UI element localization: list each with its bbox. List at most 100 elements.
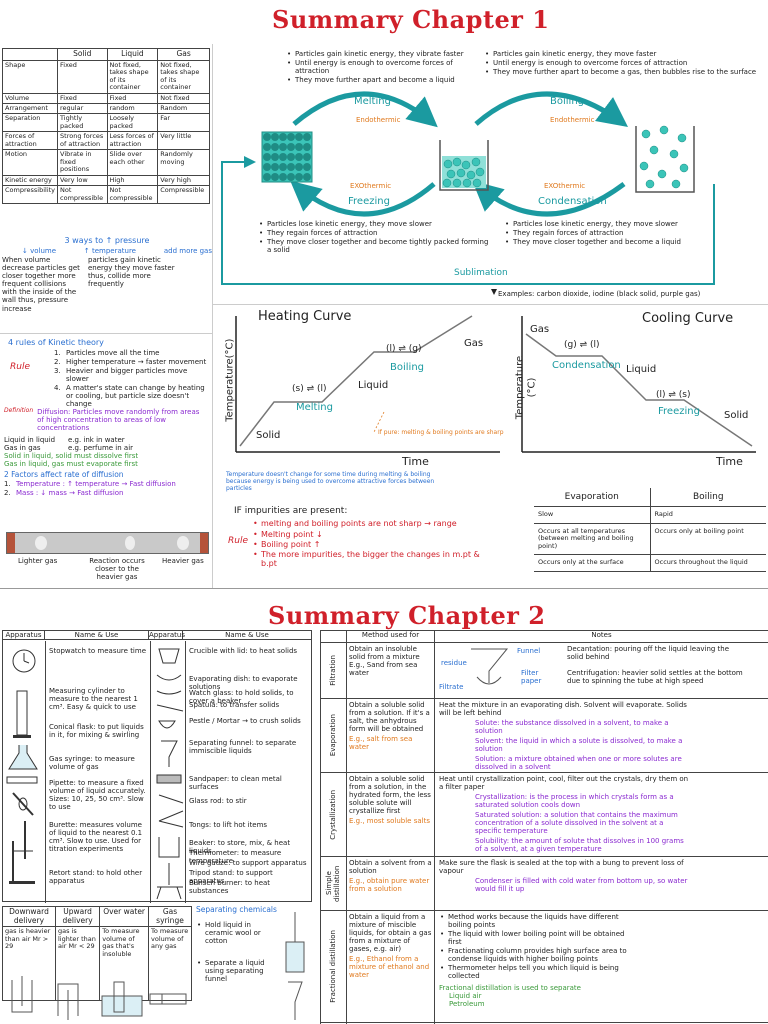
method-example: E.g., salt from sea water xyxy=(349,735,413,752)
method-note: Centrifugation: heavier solid settles at… xyxy=(567,669,743,686)
states-header-3: Gas xyxy=(157,48,210,61)
method-note: Make sure the flask is sealed at the top… xyxy=(439,859,684,876)
states-cell: Fixed xyxy=(57,59,108,94)
method-note: Solubility: the amount of solute that di… xyxy=(475,837,684,854)
tube-label-light: Lighter gas xyxy=(18,557,58,565)
apparatus-left-item: Retort stand: to hold other apparatus xyxy=(49,869,143,886)
condensation-label: Condensation xyxy=(538,196,607,207)
heating-xlabel: Time xyxy=(402,455,429,468)
apparatus-right-item: Separating funnel: to separate immiscibl… xyxy=(189,739,297,756)
funnel-icon xyxy=(471,648,509,685)
apparatus-drawings xyxy=(6,648,184,900)
method-use: Obtain a liquid from a mixture of miscib… xyxy=(349,913,432,954)
melting-bullets: Particles gain kinetic energy, they vibr… xyxy=(286,50,486,85)
cooling-liquid: Liquid xyxy=(626,364,657,375)
method-name: Filtration xyxy=(329,655,338,686)
states-cell: Fixed xyxy=(106,92,159,104)
diffusion-example-type: Gas in gas xyxy=(4,444,41,453)
impurity-item: Melting point ↓ xyxy=(252,530,494,539)
states-cell: Very little xyxy=(157,131,210,151)
diffusion-section: Definition Diffusion: Particles move ran… xyxy=(4,407,212,498)
cooling-condensation: Condensation xyxy=(552,360,621,371)
gas-header-2: Over water xyxy=(99,905,149,928)
method-name: Evaporation xyxy=(329,714,338,757)
method-name: Crystallization xyxy=(329,789,338,840)
apparatus-right-item: Glass rod: to stir xyxy=(189,797,247,805)
impurity-item: The more impurities, the bigger the chan… xyxy=(252,550,494,568)
condensation-bullets: Particles lose kinetic energy, they move… xyxy=(504,220,704,247)
diffusion-definition: Diffusion: Particles move randomly from … xyxy=(37,408,200,433)
apparatus-right-item: Watch glass: to hold solids, to cover a … xyxy=(189,689,294,706)
kinetic-rule-text: Heavier and bigger particles move slower xyxy=(66,367,188,384)
apparatus-right-item: Beaker: to store, mix, & heat liquids xyxy=(189,839,291,856)
apparatus-left-item: Stopwatch to measure time xyxy=(49,647,147,655)
gas-collection-drawings xyxy=(11,976,187,1020)
diffusion-example-eg: e.g. ink in water xyxy=(68,436,125,445)
states-header-0 xyxy=(1,48,59,61)
gas-header-1: Upward delivery xyxy=(54,905,101,928)
heating-title: Heating Curve xyxy=(258,309,352,324)
method-note: Fractionating column provides high surfa… xyxy=(439,947,639,963)
kinetic-rule-text: A matter's state can change by heating o… xyxy=(66,384,205,409)
heating-gas: Gas xyxy=(464,338,484,349)
method-use: Obtain a soluble solid from a solution. … xyxy=(349,701,430,734)
evap-cell: Occurs only at boiling point xyxy=(650,523,766,556)
apparatus-right-item: Spatula: to transfer solids xyxy=(189,701,280,709)
apparatus-right-item: Thermometer: to measure temperature xyxy=(189,849,282,866)
diffusion-factors-list: 1.Temperature : ↑ temperature → Fast dif… xyxy=(4,480,212,497)
states-cell: Fixed xyxy=(57,92,108,104)
sublimation-examples: Examples: carbon dioxide, iodine (black … xyxy=(498,290,701,298)
states-cell: Tightly packed xyxy=(57,113,108,133)
fractional-notes: Method works because the liquids have di… xyxy=(439,913,639,980)
melting-endo: Endothermic xyxy=(356,116,401,124)
pressure-volume-head: ↓ volume xyxy=(22,247,57,256)
separating-chemicals: Separating chemicals Hold liquid in cera… xyxy=(196,905,314,997)
impurity-item: Boiling point ↑ xyxy=(252,540,494,549)
states-cell: Not compressible xyxy=(106,185,159,205)
gas-header-3: Gas syringe xyxy=(148,905,192,928)
states-cell: Volume xyxy=(1,92,59,104)
states-cell: random xyxy=(106,102,159,115)
method-note: Heat until crystallization point, cool, … xyxy=(439,775,689,792)
diffusion-factor: 1.Temperature : ↑ temperature → Fast dif… xyxy=(4,479,176,488)
rule-icon-2: Rule xyxy=(228,536,248,546)
fd-item: Liquid air xyxy=(449,992,482,1001)
apparatus-header-1: Apparatus xyxy=(3,631,45,640)
cooling-ls: (l) ⇌ (s) xyxy=(656,390,691,400)
methods-header-use: Method used for xyxy=(347,631,435,642)
sublimation-label: Sublimation xyxy=(454,268,508,278)
states-cell: Compressible xyxy=(157,185,210,205)
apparatus-right-item: Tongs: to lift hot items xyxy=(189,821,268,829)
cooling-gl: (g) ⇌ (l) xyxy=(564,340,600,350)
cycle-bullet: They move closer together and become tig… xyxy=(258,238,494,254)
states-cell: regular xyxy=(57,102,108,115)
method-use: Obtain a solvent from a solution xyxy=(349,859,432,876)
separating-list: Hold liquid in ceramic wool or cottonSep… xyxy=(196,921,276,983)
apparatus-left-item: Pipette: to measure a fixed volume of li… xyxy=(49,779,146,812)
separating-item: Separate a liquid using separating funne… xyxy=(196,959,276,983)
heating-sl: (s) ⇌ (l) xyxy=(292,384,327,394)
heating-note: Temperature doesn't change for some time… xyxy=(226,471,435,492)
states-cell: Not compressible xyxy=(57,185,108,205)
kinetic-rule: 4.A matter's state can change by heating… xyxy=(54,384,205,409)
tube-label-reaction: Reaction occurs closer to the heavier ga… xyxy=(89,557,145,582)
method-note: Solvent: the liquid in which a solute is… xyxy=(475,737,683,754)
cycle-bullet: They regain forces of attraction xyxy=(504,229,704,237)
diffusion-factor-text: Mass : ↓ mass → Fast diffusion xyxy=(16,489,124,497)
freezing-exo: EXOthermic xyxy=(350,182,392,190)
freezing-label: Freezing xyxy=(348,196,390,207)
state-change-cycle: Particles gain kinetic energy, they vibr… xyxy=(214,44,768,304)
cycle-bullet: Particles gain kinetic energy, they move… xyxy=(484,50,764,58)
cycle-bullet: Until energy is enough to overcome force… xyxy=(286,59,486,75)
heating-curve: Heating Curve Temperature(°C) Solid (s) … xyxy=(214,306,514,492)
states-cell: Far xyxy=(157,113,210,133)
apparatus-table: Apparatus Name & Use Apparatus Name & Us… xyxy=(2,630,312,903)
states-cell: Not fixed, takes shape of its container xyxy=(106,59,159,94)
